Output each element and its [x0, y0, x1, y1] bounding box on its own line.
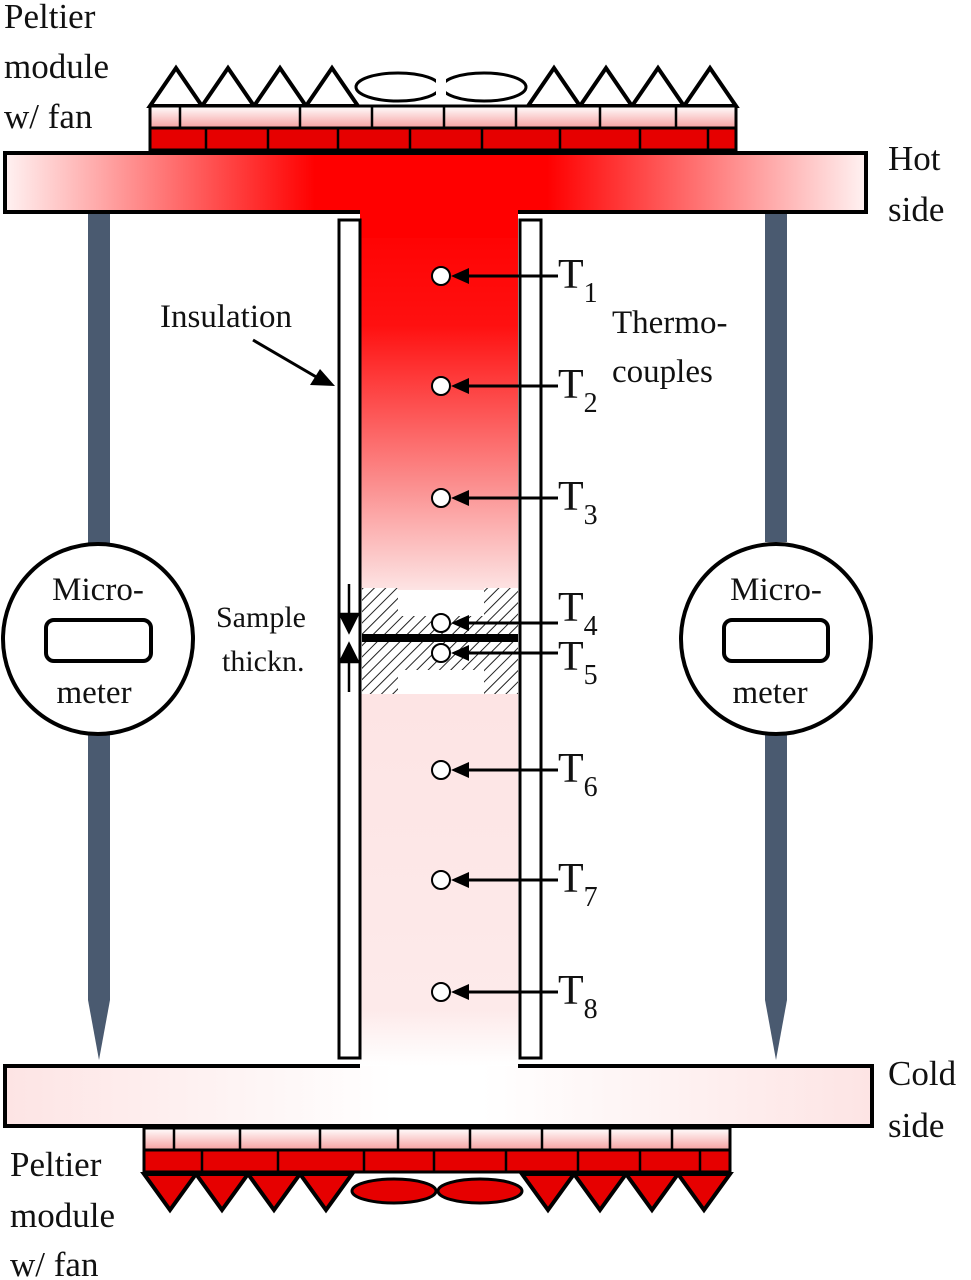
micrometer-left-label-line1: Micro- [52, 572, 144, 608]
thermocouple-arrowhead [451, 645, 469, 661]
thermocouple-label: T7 [558, 856, 598, 913]
thermocouple-label: T3 [558, 474, 598, 531]
micrometer-right [679, 542, 873, 736]
bottom-peltier-module [140, 1126, 734, 1214]
top-peltier-tiles [148, 104, 738, 152]
thermocouple-label: T5 [558, 634, 598, 691]
cold-side-label-line1: Cold [888, 1054, 957, 1093]
sample-thickness-label-line1: Sample [216, 601, 306, 634]
thermocouple-junction [431, 266, 451, 286]
micrometer-left [1, 542, 195, 736]
thermocouple-junction [431, 613, 451, 633]
thermocouple-label: T8 [558, 968, 598, 1025]
micrometer-left-label-line2: meter [56, 675, 131, 711]
thermocouple-junction [431, 870, 451, 890]
insulation-right [518, 218, 543, 1060]
micrometer-rod-left [88, 214, 110, 1060]
thermocouple-label: T6 [558, 746, 598, 803]
thermocouples-label-line2: couples [612, 354, 713, 390]
thermocouple-arrowhead [451, 268, 469, 284]
top-module-label-line1: Peltier [4, 0, 96, 36]
cold-side-label-line2: side [888, 1106, 944, 1145]
micrometer-right-display [722, 618, 830, 663]
thermocouple-label-subscript: 7 [584, 882, 598, 913]
top-module-label-line3: w/ fan [4, 97, 92, 136]
insulation-label: Insulation [160, 299, 292, 335]
thermocouple-arrowhead [451, 490, 469, 506]
bottom-peltier-tiles [142, 1126, 732, 1174]
insulation-left [337, 218, 362, 1060]
thermocouple-label-subscript: 8 [584, 994, 598, 1025]
hot-side-label-line2: side [888, 190, 944, 229]
bottom-module-label-line2: module [10, 1196, 115, 1235]
hot-side-label-line1: Hot [888, 139, 941, 178]
thermocouple-junction [431, 488, 451, 508]
thermocouple-label-subscript: 6 [584, 772, 598, 803]
sample-layer [362, 634, 518, 642]
micrometer-rod-right [765, 214, 787, 1060]
top-module-label-line2: module [4, 47, 109, 86]
thermocouple-arrowhead [451, 872, 469, 888]
thermocouple-label: T1 [558, 252, 598, 309]
thermocouple-junction [431, 643, 451, 663]
thermocouple-junction [431, 760, 451, 780]
bottom-fan-icon [350, 1177, 524, 1205]
thermocouple-junction [431, 982, 451, 1002]
thermocouple-junction [431, 376, 451, 396]
thermocouples-label-line1: Thermo- [612, 305, 727, 341]
thermocouple-arrowhead [451, 378, 469, 394]
thermocouple-arrowhead [451, 984, 469, 1000]
thermocouple-label-subscript: 1 [584, 278, 598, 309]
bottom-module-label-line1: Peltier [10, 1145, 102, 1184]
bottom-module-label-line3: w/ fan [10, 1245, 98, 1280]
thermocouple-label-subscript: 5 [584, 660, 598, 691]
micrometer-right-label-line1: Micro- [730, 572, 822, 608]
sample-thickness-arrows [337, 584, 361, 692]
thermocouple-label-subscript: 4 [584, 611, 598, 642]
micrometer-left-display [44, 618, 153, 663]
thermocouple-label-subscript: 2 [584, 388, 598, 419]
micrometer-right-label-line2: meter [732, 675, 807, 711]
top-fan-icon [354, 71, 528, 106]
thermocouple-arrowhead [451, 762, 469, 778]
top-peltier-module [146, 64, 740, 152]
thermocouple-label-subscript: 3 [584, 500, 598, 531]
bottom-heatsink-fins [140, 1172, 734, 1214]
cold-plate [5, 1066, 872, 1126]
thermocouple-label: T2 [558, 362, 598, 419]
sample-thickness-label-line2: thickn. [222, 645, 305, 678]
insulation-pointer-arrow [252, 338, 335, 386]
thermocouple-arrowhead [451, 615, 469, 631]
